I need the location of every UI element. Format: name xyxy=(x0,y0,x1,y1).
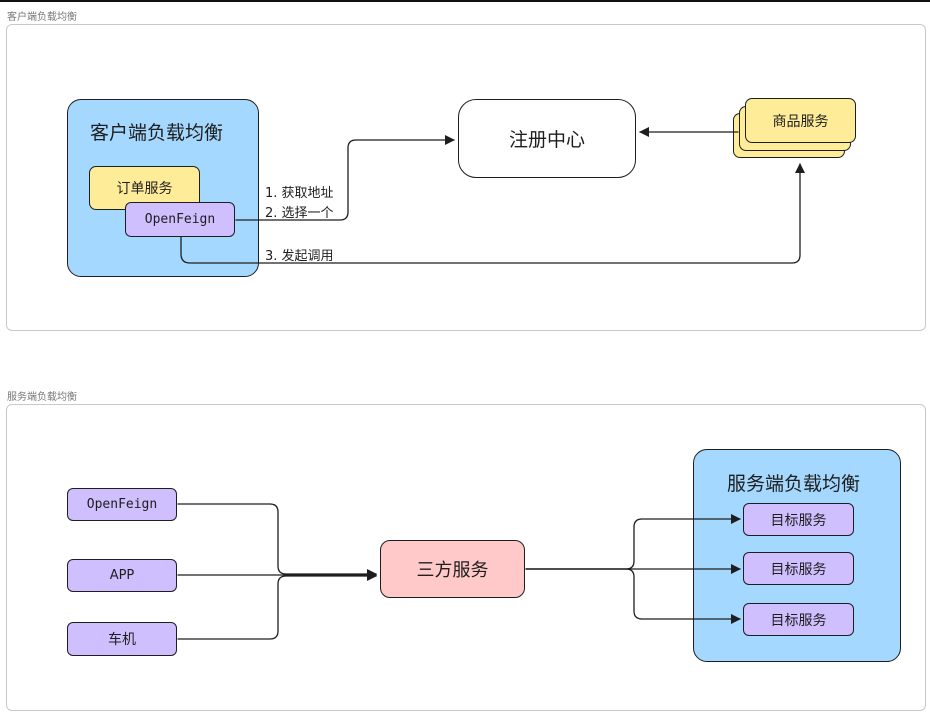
edge-label-choose-one: 2. 选择一个 xyxy=(265,206,334,221)
target-service-node[interactable]: 目标服务 xyxy=(743,552,854,585)
frame-label-server: 服务端负载均衡 xyxy=(7,392,77,403)
product-service-label: 商品服务 xyxy=(772,113,829,130)
source-vehicle-node[interactable]: 车机 xyxy=(67,622,177,656)
arrow-openfeign-to-registry xyxy=(235,135,455,221)
edge-label-invoke: 3. 发起调用 xyxy=(265,249,334,264)
source-app-label: APP xyxy=(109,568,135,583)
target-service-label: 目标服务 xyxy=(770,512,827,529)
openfeign-client-label: OpenFeign xyxy=(144,212,216,227)
openfeign-client-node[interactable]: OpenFeign xyxy=(125,202,235,237)
target-service-label: 目标服务 xyxy=(770,612,827,629)
arrow-openfeign-to-product xyxy=(180,163,805,264)
third-party-service-node[interactable]: 三方服务 xyxy=(380,540,525,598)
product-service-node[interactable]: 商品服务 xyxy=(745,98,856,143)
source-app-node[interactable]: APP xyxy=(67,559,177,592)
registry-center-node[interactable]: 注册中心 xyxy=(458,99,636,178)
arrow-openfeign-to-third-party xyxy=(177,503,377,579)
third-party-service-label: 三方服务 xyxy=(416,560,489,581)
arrow-third-party-to-target-1 xyxy=(525,514,741,570)
server-lb-group-title: 服务端负载均衡 xyxy=(727,473,861,495)
frame-label-client: 客户端负载均衡 xyxy=(7,12,77,23)
target-service-node[interactable]: 目标服务 xyxy=(743,603,854,636)
window-top-border xyxy=(0,0,930,2)
source-openfeign-label: OpenFeign xyxy=(86,497,158,512)
edge-label-get-address: 1. 获取地址 xyxy=(265,186,334,201)
order-service-label: 订单服务 xyxy=(116,181,173,197)
target-service-node[interactable]: 目标服务 xyxy=(743,503,854,536)
registry-center-label: 注册中心 xyxy=(508,129,585,151)
arrow-vehicle-to-third-party xyxy=(177,571,377,640)
source-vehicle-label: 车机 xyxy=(108,632,136,648)
source-openfeign-node[interactable]: OpenFeign xyxy=(67,488,177,521)
arrow-third-party-to-target-3 xyxy=(525,568,741,624)
target-service-label: 目标服务 xyxy=(770,561,827,578)
client-lb-group-title: 客户端负载均衡 xyxy=(90,122,224,144)
